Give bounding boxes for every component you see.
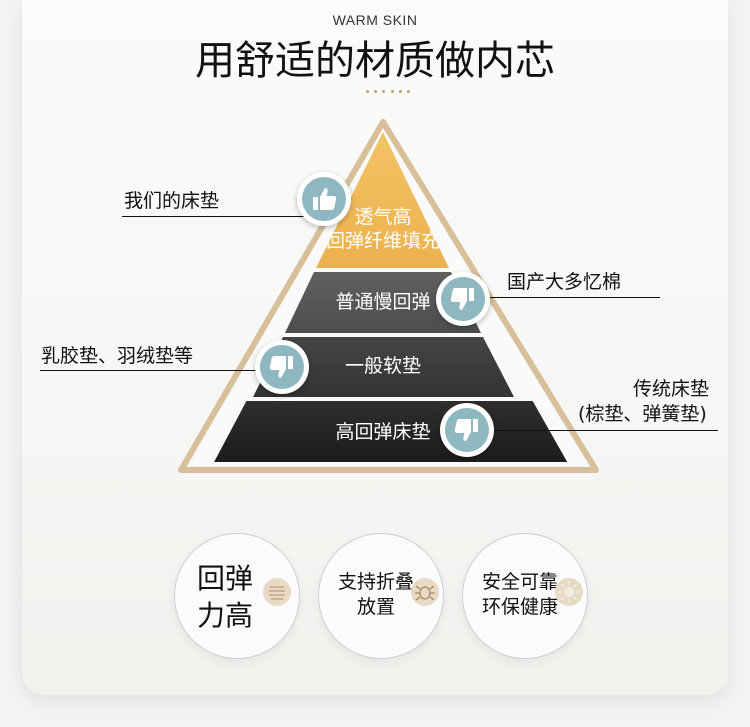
feature-circle-safety: 安全可靠 环保健康: [462, 533, 588, 659]
texture-icon: [263, 578, 291, 606]
thumbs-down-icon: [255, 340, 309, 394]
title-divider-dots: [366, 90, 410, 94]
mite-icon: [411, 578, 439, 606]
pyramid-layer-2: [285, 272, 481, 333]
feature-circle-resilience: 回弹 力高: [174, 533, 300, 659]
layer-4-text: 高回弹床垫: [335, 421, 431, 443]
thumbs-up-icon: [297, 172, 351, 226]
feature-resilience-text: 回弹 力高: [195, 560, 255, 634]
layer-1-line-2: 回弹纤维填充: [325, 230, 440, 252]
layer-1-line-1: 透气高: [354, 206, 412, 228]
pyramid-layer-1: [316, 132, 449, 268]
label-domestic: 国产大多忆棉: [507, 271, 622, 293]
layer-3-text: 一般软垫: [344, 355, 421, 377]
layer-1-text: 透气高 回弹纤维填充: [320, 205, 446, 253]
eyebrow-text: WARM SKIN: [332, 12, 418, 28]
layer-2-text: 普通慢回弹: [335, 291, 431, 313]
label-ours: 我们的床垫: [124, 190, 220, 212]
label-latex: 乳胶垫、羽绒垫等: [41, 345, 194, 367]
feature-resilience-line-1: 回弹: [196, 562, 253, 595]
leader-line-latex: [40, 370, 280, 371]
leader-line-ours: [122, 216, 310, 217]
page-title: 用舒适的材质做内芯: [195, 38, 555, 84]
feature-foldable-line-1: 支持折叠: [337, 571, 414, 593]
feature-circle-foldable: 支持折叠 放置: [318, 533, 444, 659]
feature-resilience-line-2: 力高: [196, 599, 253, 632]
leader-line-traditional: [490, 430, 718, 431]
feature-safety-text: 安全可靠 环保健康: [475, 570, 565, 620]
feature-safety-line-2: 环保健康: [481, 596, 558, 618]
label-traditional-2: (棕垫、弹簧垫): [578, 403, 707, 425]
sun-icon: [555, 578, 583, 606]
feature-safety-line-1: 安全可靠: [481, 571, 558, 593]
label-traditional-1: 传统床垫: [633, 378, 710, 400]
pyramid-layer-3: [253, 337, 514, 397]
leader-line-domestic: [470, 297, 660, 298]
thumbs-down-icon: [436, 272, 490, 326]
feature-foldable-text: 支持折叠 放置: [331, 570, 421, 620]
feature-foldable-line-2: 放置: [356, 596, 395, 618]
thumbs-down-icon: [440, 403, 494, 457]
